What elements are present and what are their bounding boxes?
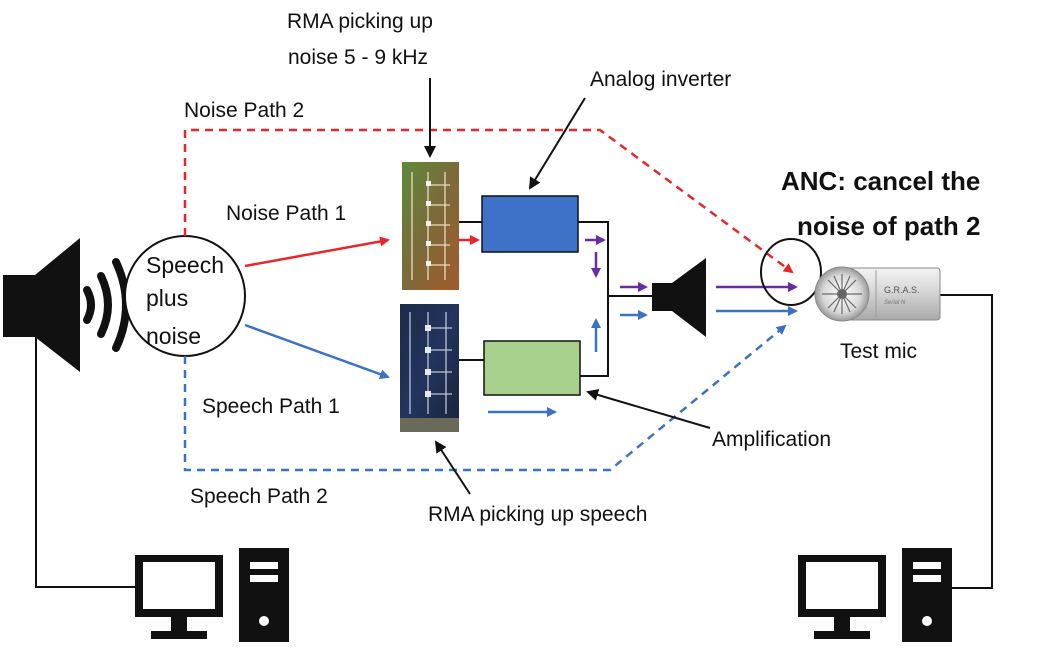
- right-computer-icon: [798, 548, 952, 642]
- circuit-wires: [459, 221, 652, 377]
- anc-label-line-1: ANC: cancel the: [781, 166, 980, 196]
- source-label-line-3: noise: [146, 323, 201, 349]
- analog-inverter-pointer: [528, 97, 586, 190]
- noise-path-2-line: [183, 128, 794, 274]
- source-label-line-1: Speech: [146, 252, 224, 278]
- rma-noise-device: [402, 162, 459, 290]
- rma-speech-device: [400, 304, 459, 432]
- rma-noise-label-line-1: RMA picking up: [287, 10, 433, 33]
- speaker-with-sound-waves-icon: [3, 238, 130, 372]
- rma-speech-pointer: [434, 440, 471, 495]
- amplification-pointer: [586, 389, 711, 429]
- speech-path-1-arrow: [244, 323, 390, 379]
- right-computer-cable: [940, 294, 993, 589]
- microphone-icon: G.R.A.S. Serial N: [814, 266, 941, 322]
- speech-path-2-label: Speech Path 2: [190, 485, 328, 508]
- source-label-line-2: plus: [146, 285, 188, 311]
- amplification-box: [483, 340, 581, 396]
- analog-inverter-label: Analog inverter: [590, 68, 731, 91]
- speech-path-2-line: [183, 324, 787, 472]
- anc-label-line-2: noise of path 2: [797, 211, 980, 241]
- mic-brand-text: G.R.A.S.: [884, 285, 920, 295]
- left-computer-cable: [35, 336, 135, 588]
- speaker-icon: [652, 258, 706, 337]
- test-mic-label: Test mic: [840, 340, 917, 363]
- analog-inverter-box: [481, 195, 579, 253]
- noise-path-1-arrow: [244, 236, 390, 268]
- rma-noise-label-line-2: noise 5 - 9 kHz: [288, 46, 428, 69]
- noise-path-1-label: Noise Path 1: [226, 202, 346, 225]
- rma-speech-label: RMA picking up speech: [428, 503, 647, 526]
- left-computer-icon: [135, 548, 289, 642]
- anc-focus-ellipse: [760, 238, 822, 306]
- noise-path-2-label: Noise Path 2: [184, 99, 304, 122]
- mic-serial-text: Serial N: [884, 300, 906, 306]
- speech-path-1-label: Speech Path 1: [202, 395, 340, 418]
- amplification-label: Amplification: [712, 428, 831, 451]
